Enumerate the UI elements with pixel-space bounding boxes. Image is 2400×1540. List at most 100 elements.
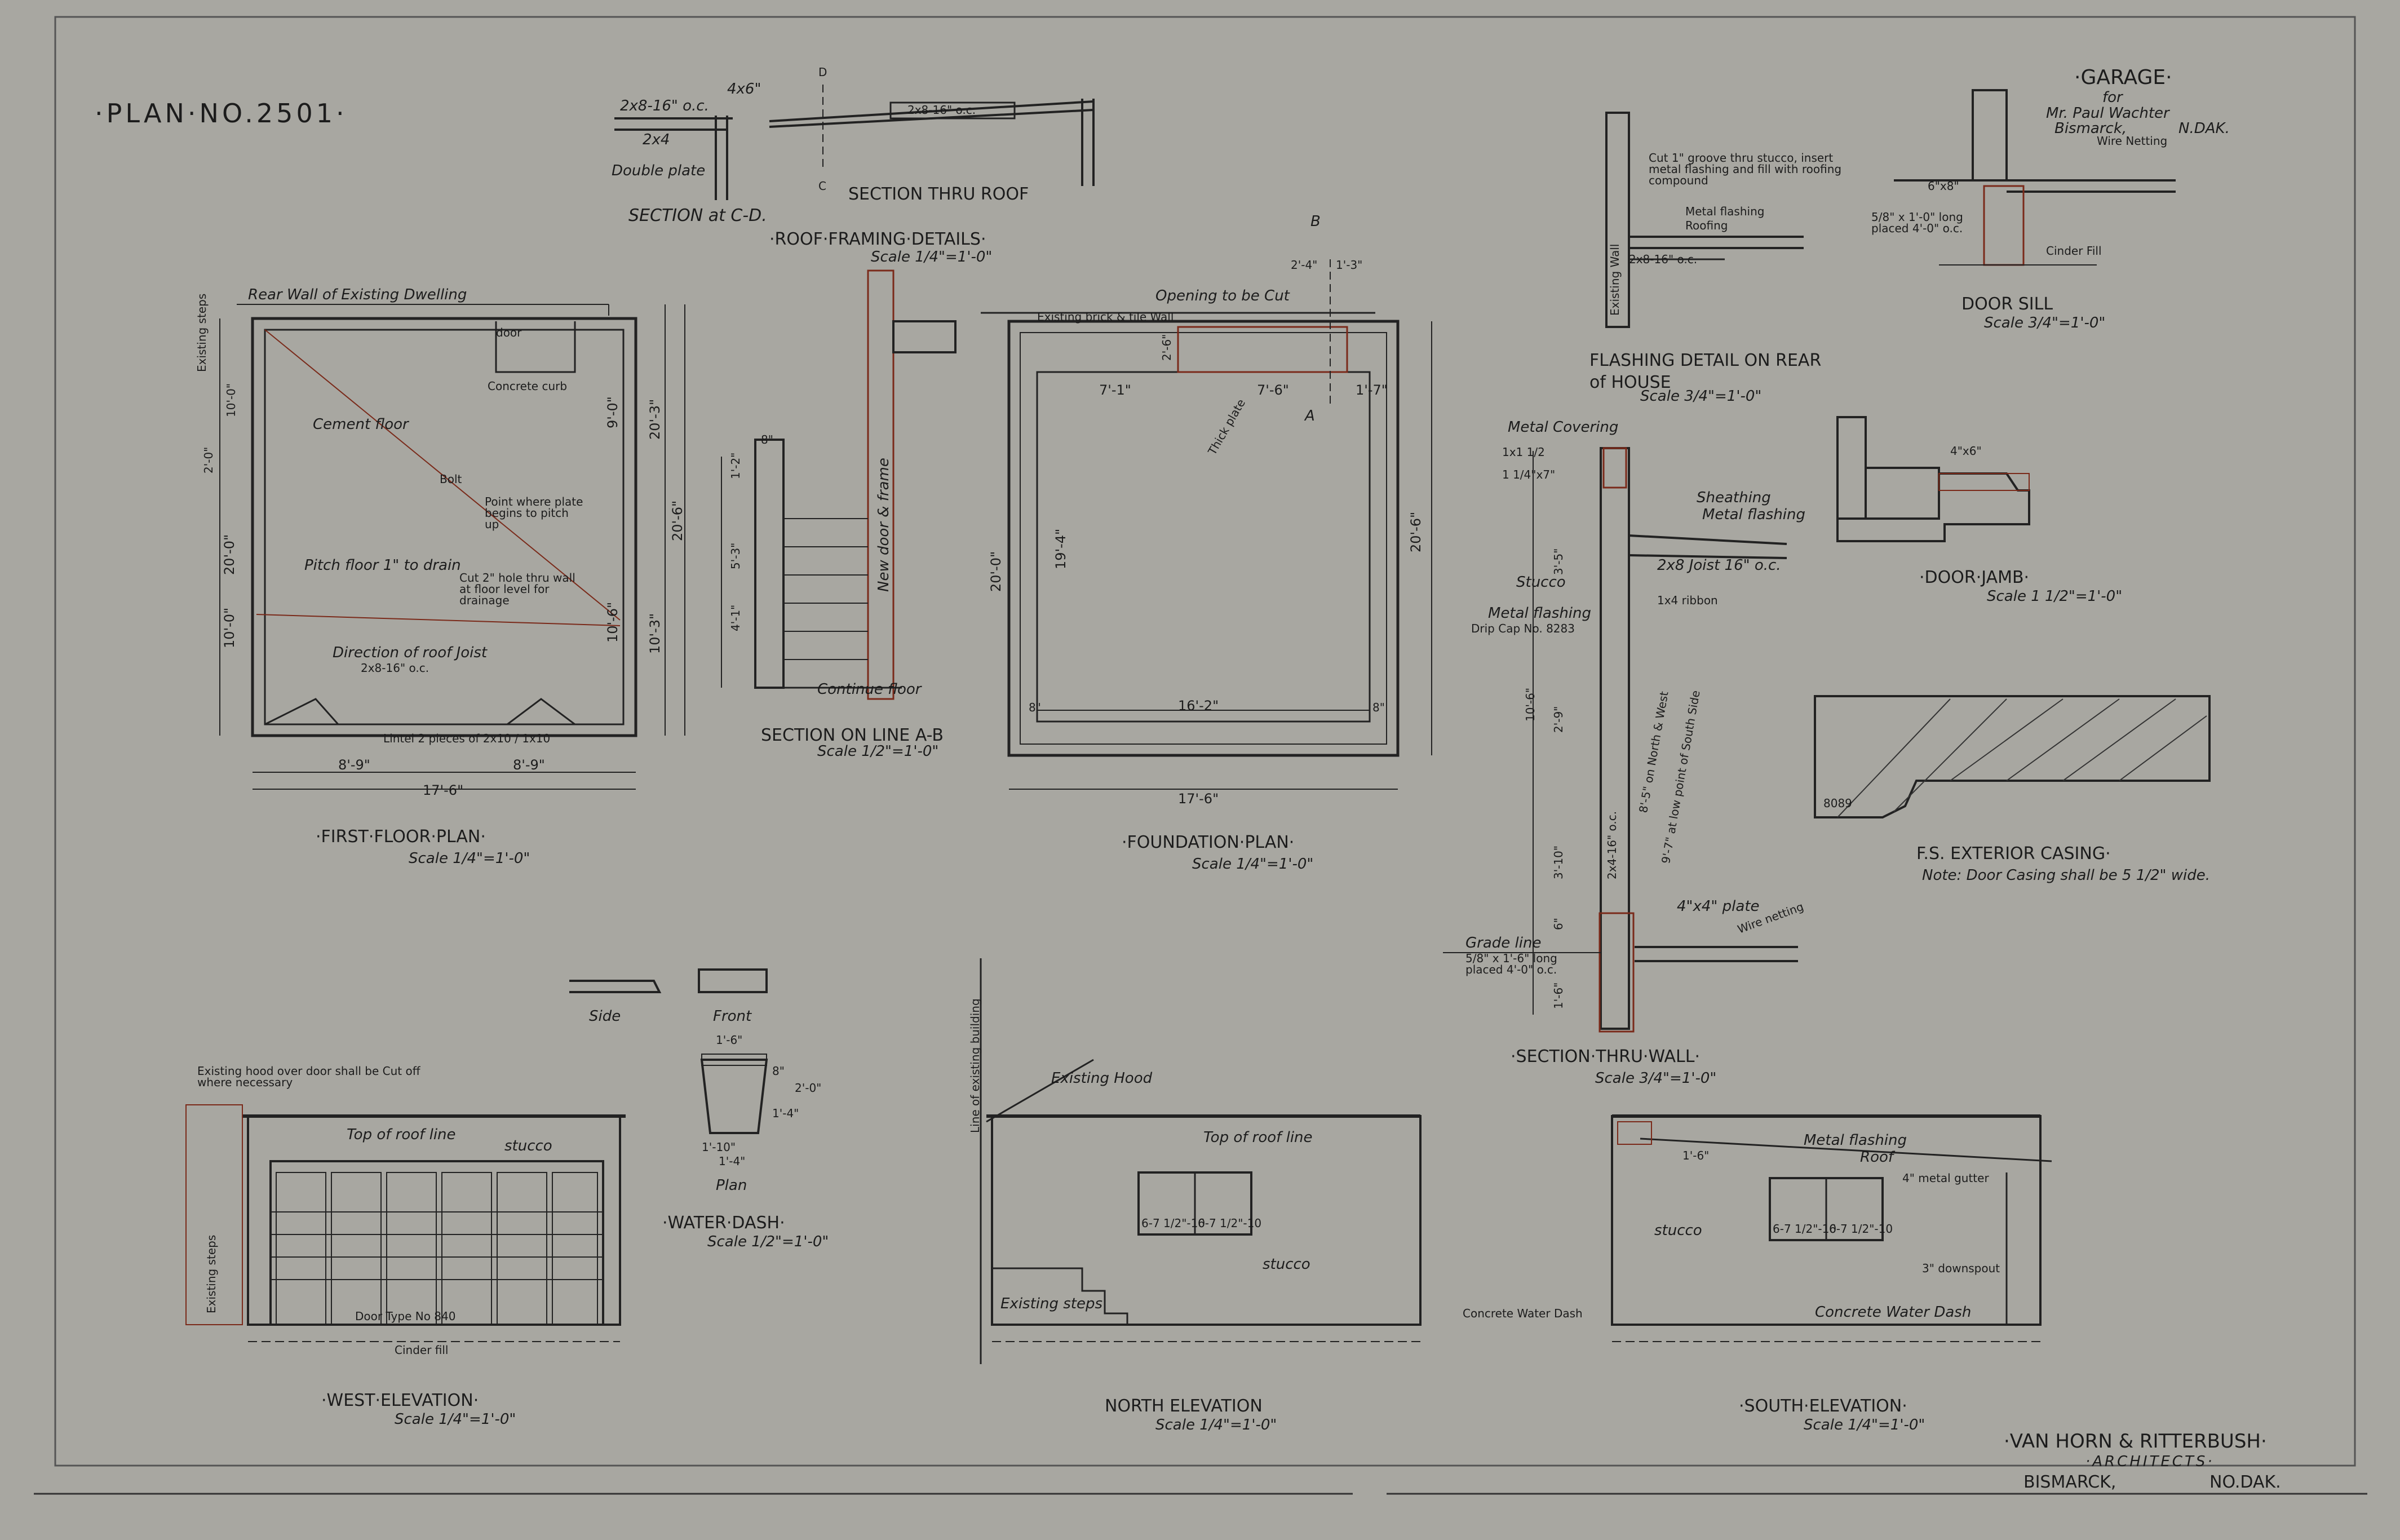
section-cd-title: SECTION at C-D.: [628, 206, 767, 225]
dim-depth: 20'-6": [670, 500, 685, 541]
door-note: door: [496, 326, 522, 339]
door-jamb-title: ·DOOR·JAMB·: [1919, 568, 2030, 587]
section-cd-note: 2x4: [643, 131, 670, 148]
roof-section-title: SECTION THRU ROOF: [848, 184, 1029, 204]
dim-overall-width: 17'-6": [423, 782, 464, 798]
flashing-existing-wall-note: Existing Wall: [1608, 244, 1622, 316]
north-hood-note: Existing Hood: [1051, 1070, 1153, 1087]
first-floor-plan-linework: [219, 304, 685, 790]
flashing-joist-note: 2x8-16" o.c.: [1629, 253, 1698, 266]
dim-left-half: 8'-9": [338, 757, 370, 773]
architect-subtitle: ·ARCHITECTS·: [2085, 1453, 2215, 1470]
casing-mark: 8089: [1823, 796, 1852, 810]
north-water-dash-note: Concrete Water Dash: [1463, 1307, 1583, 1320]
architect-name: ·VAN HORN & RITTERBUSH·: [2004, 1430, 2267, 1453]
flashing-groove-note: Cut 1" groove thru stucco, insert metal …: [1649, 151, 1842, 187]
west-stucco-note: stucco: [504, 1138, 552, 1154]
wall-bolts-note: 5/8" x 1'-6" long placed 4'-0" o.c.: [1465, 952, 1557, 976]
flashing-title: FLASHING DETAIL ON REAR of HOUSE: [1589, 351, 1822, 392]
roof-section-mark-d: D: [818, 65, 827, 79]
wall-dim-g: 6": [1552, 918, 1565, 930]
first-floor-scale: Scale 1/4"=1'-0": [409, 850, 530, 867]
section-wall-scale: Scale 3/4"=1'-0": [1595, 1070, 1717, 1087]
foundation-dim-mid: 7'-6": [1257, 382, 1289, 398]
wall-dim-f: 3'-10": [1552, 845, 1565, 879]
architect-city: BISMARCK,: [2023, 1472, 2116, 1492]
foundation-plan-linework: [981, 259, 1432, 790]
concrete-curb-note: Concrete curb: [488, 379, 568, 393]
point-where-note: Point where plate begins to pitch up: [485, 495, 583, 531]
existing-steps-note: Existing steps: [195, 293, 209, 372]
foundation-dim-inner-depth: 19'-4": [1053, 528, 1069, 569]
section-ab-dim-c: 4'-1": [729, 604, 742, 631]
architect-state: NO.DAK.: [2209, 1472, 2281, 1492]
roof-section-note: 2x8-16" o.c.: [907, 103, 976, 117]
west-elevation-title: ·WEST·ELEVATION·: [321, 1391, 479, 1410]
west-elevation-linework: [185, 1104, 626, 1342]
project-title: ·GARAGE·: [2074, 66, 2172, 89]
water-dash-dim-a: 1'-6": [716, 1033, 743, 1047]
west-roof-line-note: Top of roof line: [347, 1126, 456, 1143]
water-dash-dim-c: 1'-4": [772, 1107, 799, 1120]
south-elevation-linework: [1611, 1114, 2052, 1342]
cement-floor-note: Cement floor: [313, 416, 409, 433]
water-dash-scale: Scale 1/2"=1'-0": [707, 1233, 829, 1250]
wall-plate-note: 4"x4" plate: [1677, 898, 1760, 915]
foundation-dim-wall-right: 8": [1372, 701, 1385, 714]
rear-wall-note: Rear Wall of Existing Dwelling: [248, 286, 467, 303]
west-elevation-scale: Scale 1/4"=1'-0": [395, 1411, 516, 1428]
dim-depth-b: 20'-3": [647, 399, 663, 440]
south-window-a-note: 6-7 1/2"-10: [1773, 1222, 1837, 1236]
wall-dim-d: 10'-6": [1524, 687, 1537, 722]
cinder-fill-note: Cinder fill: [395, 1343, 449, 1357]
sill-wire-note: Wire Netting: [2097, 134, 2168, 148]
water-dash-dim-b: 2'-0": [795, 1081, 822, 1095]
roof-section-linework: [769, 85, 1095, 186]
dim-left-b: 20'-0": [222, 534, 237, 575]
south-window-b-note: 6-7 1/2"-10: [1829, 1222, 1893, 1236]
water-dash-front-label: Front: [713, 1008, 752, 1025]
north-stucco-note: stucco: [1263, 1256, 1310, 1273]
north-window-a-note: 6-7 1/2"-10: [1141, 1216, 1206, 1230]
section-wall-title: ·SECTION·THRU·WALL·: [1511, 1047, 1700, 1067]
foundation-dim-inner: 16'-2": [1178, 698, 1219, 714]
sill-size-note: 6"x8": [1928, 179, 1959, 193]
existing-building-line-note: Line of existing building: [968, 998, 982, 1133]
plan-number: ·PLAN·NO.2501·: [95, 98, 348, 129]
section-ab-dim-b: 5'-3": [729, 542, 742, 569]
foundation-dim-depth: 20'-0": [988, 551, 1004, 592]
section-mark-b: B: [1310, 213, 1321, 230]
project-for: for: [2102, 89, 2123, 106]
dim-right-half: 8'-9": [513, 757, 545, 773]
south-water-dash-note: Concrete Water Dash: [1815, 1304, 1972, 1321]
wall-studs-note: 2x4-16" o.c.: [1605, 811, 1619, 879]
north-window-b-note: 6-7 1/2"-10: [1198, 1216, 1262, 1230]
continue-floor-note: Continue floor: [817, 681, 922, 698]
door-jamb-scale: Scale 1 1/2"=1'-0": [1987, 588, 2123, 605]
wall-dim-a: 1x1 1/2: [1502, 445, 1545, 459]
roof-framing-title: ·ROOF·FRAMING·DETAILS·: [769, 229, 986, 249]
section-mark-a: A: [1305, 408, 1315, 424]
section-cd-note: 4x6": [727, 81, 761, 98]
foundation-dim-right: 1'-7": [1356, 382, 1388, 398]
south-elevation-title: ·SOUTH·ELEVATION·: [1739, 1396, 1907, 1416]
south-overhang-dim: 1'-6": [1682, 1149, 1710, 1162]
roof-joist-direction-note: Direction of roof Joist: [333, 644, 488, 661]
wall-dim-e: 2'-9": [1552, 706, 1565, 733]
door-jamb-linework: [1836, 416, 2030, 542]
dim-steps-a: 10'-0": [224, 383, 238, 417]
south-gutter-note: 4" metal gutter: [1902, 1171, 1989, 1185]
south-roof-note: Roof: [1860, 1149, 1894, 1166]
first-floor-title: ·FIRST·FLOOR·PLAN·: [316, 827, 486, 847]
foundation-dim-overall: 17'-6": [1178, 791, 1219, 807]
south-elevation-scale: Scale 1/4"=1'-0": [1804, 1417, 1925, 1433]
water-dash-plan-label: Plan: [716, 1177, 747, 1194]
water-dash-dim-e: 1'-4": [719, 1154, 746, 1168]
sill-bolt-note: 5/8" x 1'-0" long placed 4'-0" o.c.: [1871, 210, 1963, 235]
north-existing-steps-note: Existing steps: [1000, 1295, 1103, 1312]
flashing-roofing-note: Roofing: [1685, 219, 1728, 232]
foundation-title: ·FOUNDATION·PLAN·: [1122, 833, 1295, 852]
wall-dim-h: 1'-6": [1552, 982, 1565, 1009]
section-ab-scale: Scale 1/2"=1'-0": [817, 743, 939, 760]
